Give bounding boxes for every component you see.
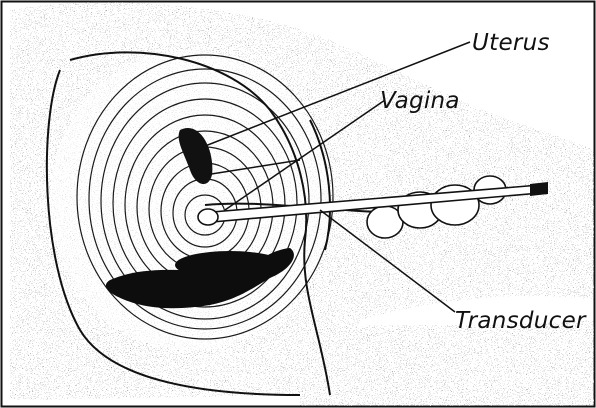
- label-transducer: Transducer: [455, 308, 587, 334]
- label-vagina: Vagina: [380, 88, 460, 114]
- label-uterus: Uterus: [472, 30, 550, 56]
